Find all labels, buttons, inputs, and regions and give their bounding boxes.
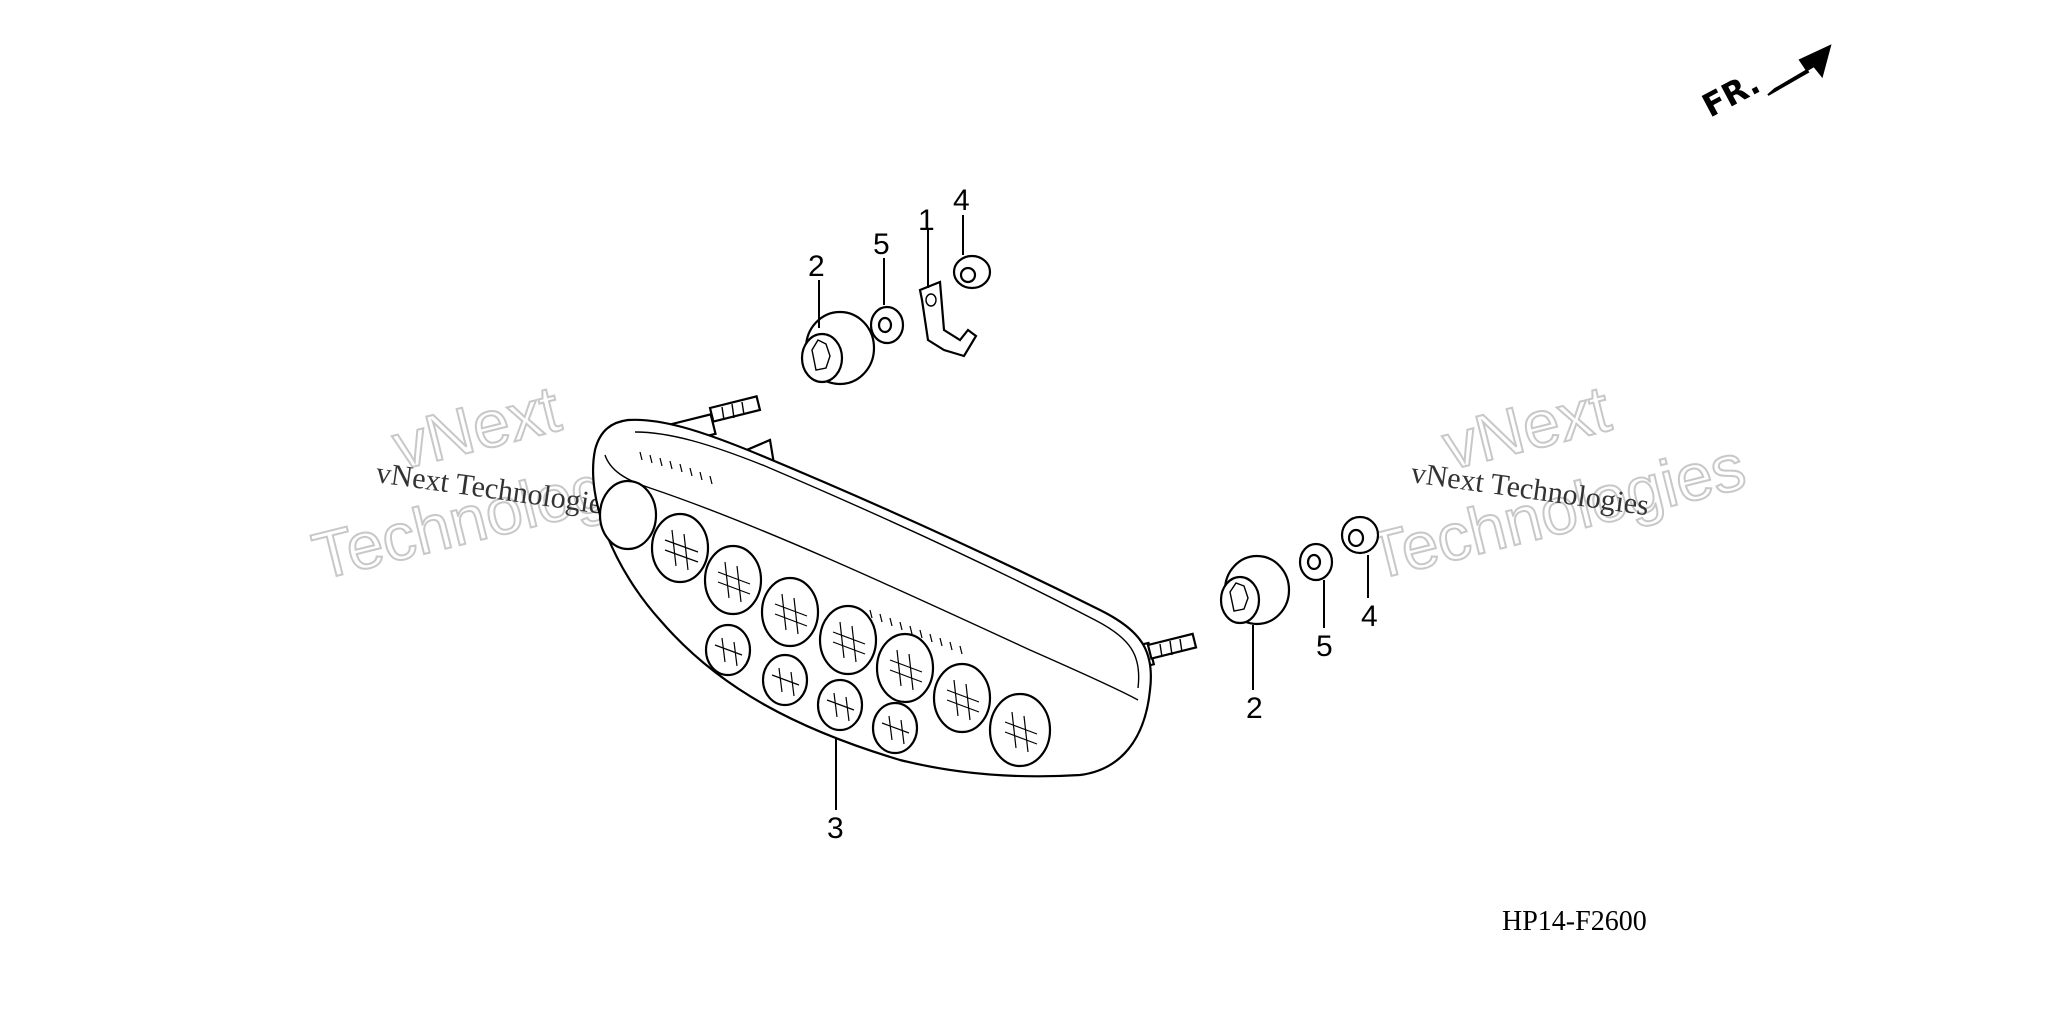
callout-4-lower: 4 xyxy=(1361,600,1378,633)
washer-lower xyxy=(1298,542,1334,582)
led-lens xyxy=(988,692,1052,768)
lamp-led-row-upper xyxy=(598,479,1052,768)
flange-nut-lower xyxy=(1340,515,1380,555)
led-lens xyxy=(703,544,763,616)
tail-lamp-assembly xyxy=(591,395,1198,778)
callout-3: 3 xyxy=(827,812,844,845)
lamp-housing xyxy=(591,418,1152,778)
callout-5-lower: 5 xyxy=(1316,630,1333,663)
led-lens xyxy=(760,576,820,648)
lamp-lens-hatching xyxy=(664,529,1038,753)
washer-upper xyxy=(869,305,905,345)
lamp-housing-rim xyxy=(634,431,1140,689)
rubber-grommet-lower xyxy=(1219,554,1291,626)
callout-2-lower: 2 xyxy=(1246,692,1263,725)
callout-labels: 2 5 1 4 2 5 4 3 xyxy=(808,184,1378,845)
leader-lines xyxy=(818,215,1369,810)
front-label: FR. xyxy=(1696,64,1766,125)
led-lens xyxy=(875,632,935,704)
callout-5-upper: 5 xyxy=(873,228,890,261)
diagram-code: HP14-F2600 xyxy=(1502,906,1647,937)
led-lens xyxy=(932,662,992,734)
led-lens xyxy=(650,512,710,584)
arrow-right-up-icon xyxy=(1767,44,1832,96)
callout-1: 1 xyxy=(918,204,935,237)
front-direction-marker: FR. xyxy=(1696,44,1832,125)
led-lens xyxy=(818,604,878,676)
bracket-stay xyxy=(918,280,978,358)
led-lens xyxy=(598,479,658,551)
callout-4-upper: 4 xyxy=(953,184,970,217)
callout-2-upper: 2 xyxy=(808,250,825,283)
lamp-texture xyxy=(639,451,963,655)
watermark-right: vNext Technologies vNext Technologies xyxy=(1359,370,1753,595)
flange-nut-upper xyxy=(952,254,992,290)
rubber-grommet-upper xyxy=(800,310,876,386)
